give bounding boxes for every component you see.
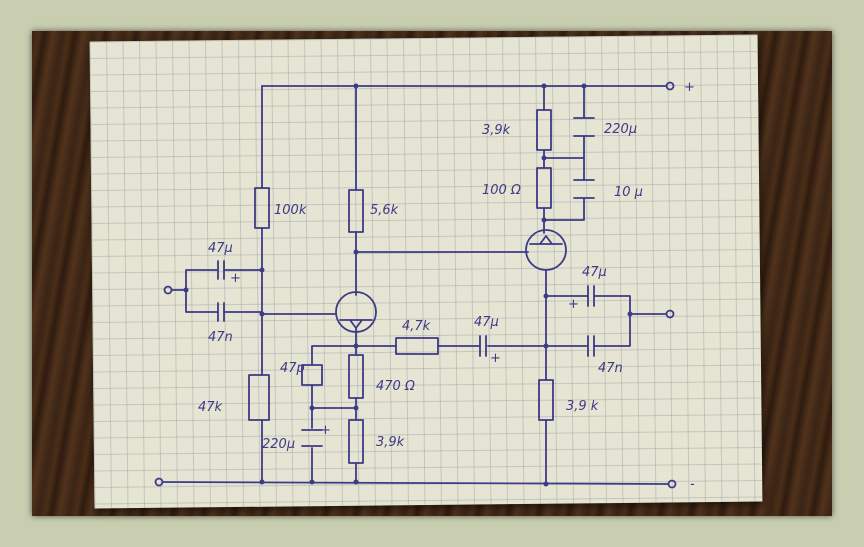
- resistor-4-7k: [395, 337, 439, 355]
- label-47n-output: 47n: [598, 361, 623, 376]
- junction-dot: [353, 479, 359, 485]
- capacitor-47n-input: [217, 302, 225, 322]
- junction-dot: [259, 479, 265, 485]
- positive-terminal: [665, 81, 675, 91]
- capacitor-47u-feedback: [479, 335, 487, 357]
- input-terminal: [163, 285, 173, 295]
- capacitor-220u-source: [301, 429, 323, 447]
- junction-dot: [259, 311, 265, 317]
- resistor-100-ohm: [536, 167, 552, 209]
- label-47u-output: 47µ: [582, 265, 607, 280]
- resistor-47k: [248, 374, 270, 421]
- label-470-ohm: 470 Ω: [376, 379, 415, 394]
- plus-mark-feedback-cap: +: [490, 351, 501, 366]
- q2-supply-wire: [543, 85, 585, 234]
- resistor-470-ohm: [348, 354, 364, 399]
- junction-dot: [353, 83, 359, 89]
- label-4-7k: 4,7k: [402, 319, 431, 334]
- resistor-3-9k-output: [538, 379, 554, 421]
- capacitor-10u: [573, 179, 595, 199]
- output-terminal: [665, 309, 675, 319]
- positive-terminal-label: +: [684, 80, 695, 95]
- resistor-100k: [254, 187, 270, 229]
- jfet-q1: [335, 291, 377, 333]
- label-100k: 100k: [274, 203, 307, 218]
- capacitor-47u-input: [217, 260, 225, 280]
- label-3-9k-output: 3,9 k: [566, 399, 599, 414]
- junction-dot: [353, 405, 359, 411]
- junction-dot: [541, 217, 547, 223]
- label-100-ohm: 100 Ω: [482, 183, 521, 198]
- label-47p: 47p: [280, 361, 305, 376]
- label-47n-input: 47n: [208, 330, 233, 345]
- negative-left-terminal: [154, 477, 164, 487]
- junction-dot: [541, 83, 547, 89]
- resistor-3-9k-source: [348, 419, 364, 464]
- label-47u-feedback: 47µ: [474, 315, 499, 330]
- jfet-q1-body: [339, 319, 373, 347]
- label-220u-top: 220µ: [604, 122, 637, 137]
- junction-dot: [627, 311, 633, 317]
- junction-dot: [543, 481, 549, 487]
- capacitor-47p: [301, 364, 323, 386]
- resistor-3-9k-top: [536, 109, 552, 151]
- junction-dot: [353, 249, 359, 255]
- negative-rail-wire: [162, 481, 669, 485]
- junction-dot: [543, 343, 549, 349]
- plus-mark-input-cap: +: [230, 271, 241, 286]
- output-wire: [545, 295, 667, 347]
- label-47u-input: 47µ: [208, 241, 233, 256]
- junction-dot: [183, 287, 189, 293]
- resistor-5-6k: [348, 189, 364, 233]
- label-3-9k-top: 3,9k: [482, 123, 511, 138]
- capacitor-47u-output: [587, 285, 595, 307]
- label-5-6k: 5,6k: [370, 203, 399, 218]
- jfet-q2-body: [529, 235, 563, 485]
- plus-mark-source-cap: +: [320, 423, 331, 438]
- label-3-9k-source: 3,9k: [376, 435, 405, 450]
- plus-mark-output-cap: +: [568, 297, 579, 312]
- junction-dot: [541, 155, 547, 161]
- capacitor-47n-output: [587, 335, 595, 357]
- negative-terminal-label: -: [690, 477, 695, 492]
- junction-dot: [309, 405, 315, 411]
- negative-right-terminal: [667, 479, 677, 489]
- junction-dots: [183, 83, 633, 487]
- label-47k: 47k: [198, 400, 223, 415]
- capacitor-220u-top: [573, 117, 595, 137]
- junction-dot: [581, 83, 587, 89]
- junction-dot: [259, 267, 265, 273]
- junction-dot: [353, 343, 359, 349]
- label-220u-source: 220µ: [262, 437, 295, 452]
- source-wire-q1: [311, 345, 397, 483]
- junction-dot: [309, 479, 315, 485]
- label-10u: 10 µ: [614, 185, 643, 200]
- junction-dot: [543, 293, 549, 299]
